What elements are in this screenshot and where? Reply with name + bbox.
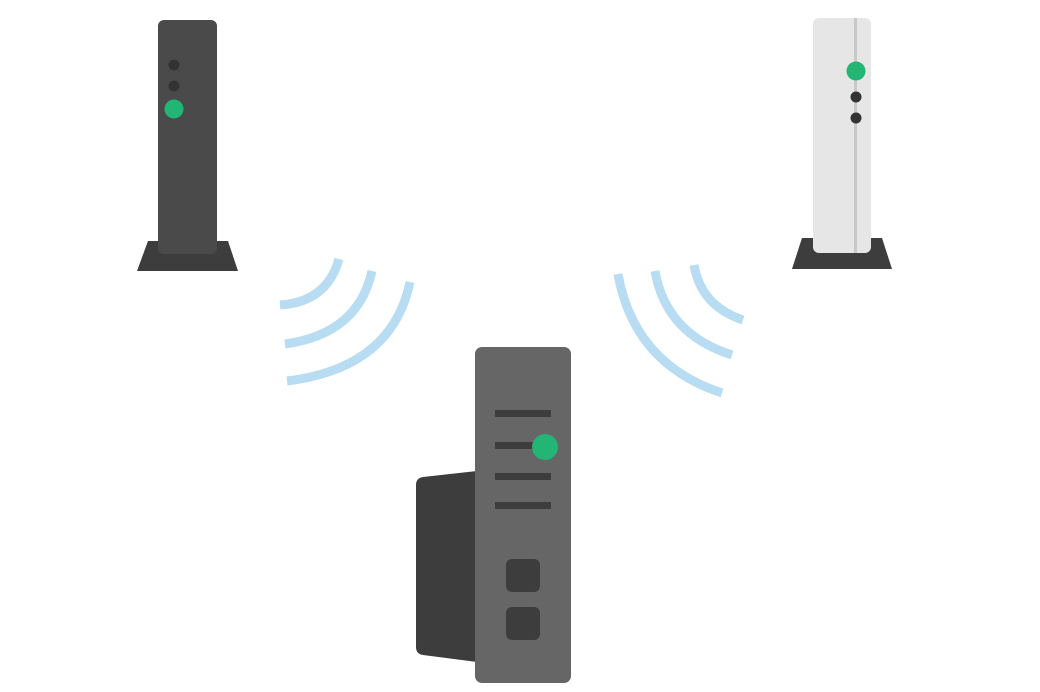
extender-vent-line-4: [495, 502, 551, 509]
wifi-waves-icon-right-arc-2: [650, 270, 734, 360]
wifi-waves-icon-right-arc-1: [689, 264, 745, 325]
router-right-edge-line: [854, 18, 857, 253]
router-right: [792, 18, 892, 269]
router-right-indicator-off-2: [850, 112, 862, 124]
extender-vent-line-2: [495, 442, 551, 449]
extender-port-2: [506, 607, 540, 640]
router-right-body: [813, 18, 871, 253]
router-left-body: [158, 20, 217, 254]
router-right-status-light: [846, 61, 866, 81]
extender-vent-line-1: [495, 410, 551, 417]
router-right-indicator-off-1: [850, 91, 862, 103]
router-left-indicator-off-2: [168, 80, 180, 92]
signal-waves-right: [613, 264, 745, 398]
extender-vent-line-3: [495, 473, 551, 480]
router-left-indicator-off-1: [168, 59, 180, 71]
wifi-waves-icon-left-arc-1: [279, 257, 344, 310]
signal-waves-left: [279, 257, 415, 386]
wifi-waves-icon-left-arc-3: [286, 281, 415, 386]
wifi-waves-icon-right-arc-3: [613, 273, 724, 398]
router-left: [137, 20, 238, 271]
wifi-waves-icon-left-arc-2: [284, 269, 377, 349]
extender-center: [416, 347, 571, 683]
router-left-status-light: [164, 99, 184, 119]
extender-port-1: [506, 559, 540, 592]
extender-body: [475, 347, 571, 683]
extender-status-light: [532, 434, 558, 460]
extender-plug-back: [416, 471, 477, 662]
